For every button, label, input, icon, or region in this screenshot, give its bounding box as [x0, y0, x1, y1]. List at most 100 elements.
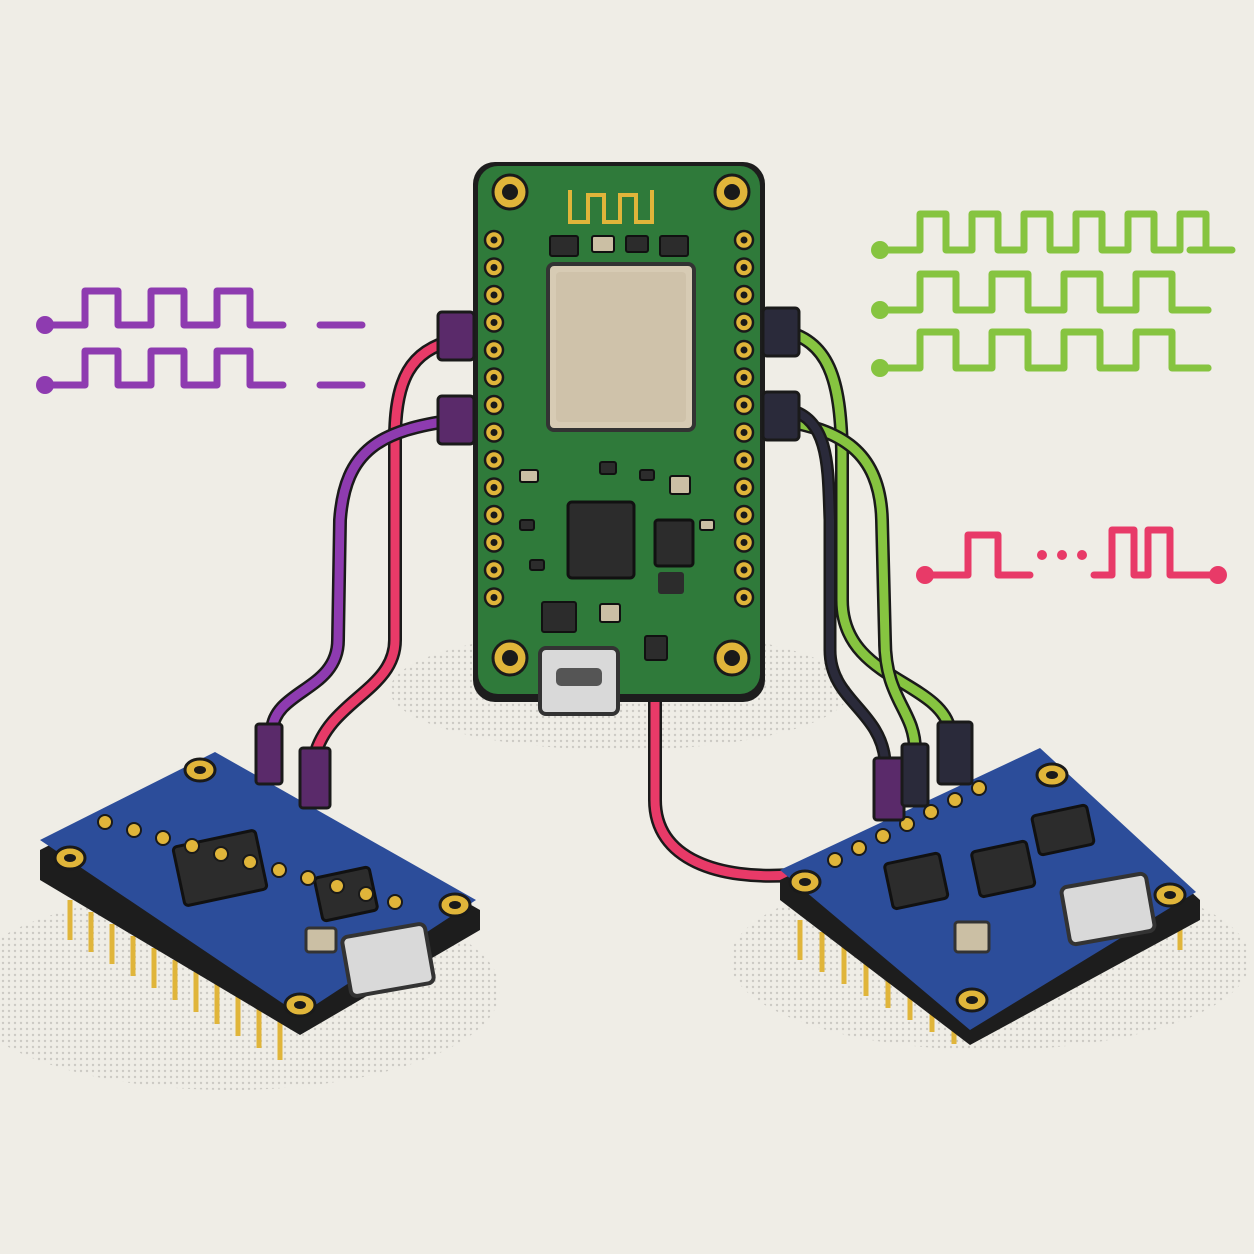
header-pin — [213, 846, 229, 862]
ellipsis-dot — [1037, 550, 1047, 560]
header-pin — [300, 870, 316, 886]
wires — [265, 323, 957, 883]
mounting-hole-center — [966, 996, 978, 1004]
header-pin-hole — [490, 236, 498, 244]
green-wire-right-2 — [775, 415, 920, 755]
mounting-hole-center — [294, 1001, 306, 1009]
header-pin — [242, 854, 258, 870]
signal-end-dot — [1209, 566, 1227, 584]
header-pin — [271, 862, 287, 878]
pulse-end — [1090, 526, 1222, 579]
header-pin-hole — [740, 511, 748, 519]
header-pin-hole — [740, 374, 748, 381]
mounting-hole-center — [449, 901, 461, 909]
purple-wire-left — [267, 415, 460, 735]
header-pin-hole — [490, 511, 498, 519]
header-pin-hole — [740, 456, 748, 464]
header-pin — [827, 852, 843, 868]
header-pin — [971, 780, 987, 796]
mounting-hole-center — [1046, 771, 1058, 779]
smd-component — [659, 235, 689, 257]
smd-component — [599, 603, 621, 623]
main-smd-components — [519, 235, 715, 661]
left-board-pins — [67, 900, 283, 1060]
header-pin — [358, 886, 374, 902]
smd-component — [599, 461, 617, 475]
header-pin — [387, 894, 403, 910]
signal-start-dot — [871, 241, 889, 259]
signal-start-dot — [871, 359, 889, 377]
mounting-hole-center — [64, 854, 76, 862]
square-wave-line — [41, 287, 287, 329]
smd-component — [541, 601, 577, 633]
signal-start-dot — [916, 566, 934, 584]
header-pin — [947, 792, 963, 808]
header-pin-hole — [490, 566, 498, 574]
header-pin — [875, 828, 891, 844]
header-pin-hole — [740, 484, 748, 491]
mounting-hole-center — [502, 184, 518, 200]
header-pin-hole — [490, 319, 498, 326]
header-pin — [329, 878, 345, 894]
smd-component — [625, 235, 649, 253]
square-wave-line — [876, 328, 1212, 372]
dark-wire-right — [786, 406, 889, 764]
smd-component — [549, 235, 579, 257]
header-pin-hole — [490, 594, 498, 601]
mounting-hole-center — [724, 650, 740, 666]
header-pin-hole — [740, 319, 748, 326]
header-pin-hole — [490, 456, 498, 464]
green-signal-waves — [871, 210, 1236, 377]
header-pin-hole — [490, 539, 498, 546]
mounting-hole-center — [724, 184, 740, 200]
secondary-chip-icon — [653, 518, 695, 568]
main-pin-headers — [483, 229, 755, 608]
usb-port-icon — [1059, 871, 1157, 947]
pink-wire-right — [650, 695, 795, 881]
square-wave-line — [41, 347, 287, 389]
header-pin — [155, 830, 171, 846]
mounting-hole-center — [194, 766, 206, 774]
main-wire-connectors — [436, 306, 801, 446]
header-pin-hole — [740, 429, 748, 436]
ellipsis-dot — [1077, 550, 1087, 560]
antenna-icon — [568, 190, 654, 224]
header-pin-hole — [740, 236, 748, 244]
header-pin-hole — [490, 291, 498, 299]
smd-component — [699, 519, 715, 531]
header-pin — [923, 804, 939, 820]
header-pin — [851, 840, 867, 856]
header-pin-hole — [740, 594, 748, 601]
header-pin-hole — [490, 429, 498, 436]
green-wire-right-1 — [775, 325, 955, 735]
main-mounting-holes — [491, 173, 751, 677]
header-pin — [97, 814, 113, 830]
smd-component — [669, 475, 691, 495]
left-mounting-holes — [53, 757, 472, 1018]
pink-signal-wave — [916, 526, 1227, 584]
header-pin-hole — [490, 374, 498, 381]
right-mounting-holes — [788, 762, 1187, 1013]
smd-component — [644, 635, 668, 661]
purple-signal-waves — [36, 287, 366, 394]
header-pin-hole — [740, 539, 748, 546]
pink-wire-left — [310, 335, 460, 760]
header-pin-hole — [740, 264, 748, 271]
main-microcontroller-board — [473, 162, 765, 716]
usb-port-icon — [340, 922, 436, 998]
chip-icon — [883, 851, 950, 911]
smd-component — [639, 469, 655, 481]
header-pin-hole — [740, 291, 748, 299]
left-peripheral-board — [40, 722, 480, 1060]
pulse-start — [921, 531, 1034, 579]
header-pin — [184, 838, 200, 854]
signal-start-dot — [36, 316, 54, 334]
main-chip-icon — [566, 500, 636, 580]
smd-component — [591, 235, 615, 253]
mounting-hole-center — [502, 650, 518, 666]
header-pin-hole — [740, 566, 748, 574]
signal-start-dot — [36, 376, 54, 394]
smd-component — [519, 519, 535, 531]
mounting-hole-center — [799, 878, 811, 886]
